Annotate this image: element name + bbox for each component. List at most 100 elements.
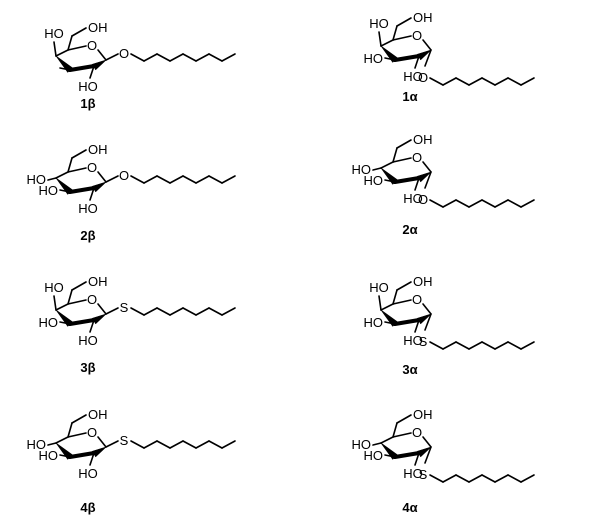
octyl-chain-bond [182, 53, 197, 62]
c6-bond [71, 27, 87, 37]
c2-bond [89, 452, 95, 466]
c3-bond [384, 321, 396, 325]
octyl-chain-bond [507, 474, 522, 483]
octyl-chain-bond [195, 307, 210, 316]
octyl-chain-bond [143, 175, 158, 184]
ring-oxygen-label: O [87, 425, 97, 440]
octyl-chain-bond [429, 77, 444, 86]
ring-bond [422, 39, 432, 51]
compound-id-label: 2α [402, 222, 417, 237]
anomeric-bond [105, 307, 119, 315]
c2-hydroxyl-label: HO [78, 466, 98, 481]
octyl-chain-bond [221, 175, 236, 184]
c2-bond [414, 177, 420, 191]
c3-bond [59, 67, 71, 71]
c2-bond [414, 319, 420, 333]
ring-bond [55, 49, 69, 57]
octyl-chain-bond [143, 440, 158, 449]
c4-bond [47, 442, 57, 446]
c6-hydroxyl-label: OH [88, 407, 108, 422]
c6-bond [67, 35, 73, 51]
octyl-chain-bond [130, 440, 145, 449]
ring-oxygen-label: O [87, 38, 97, 53]
ring-bond [97, 436, 107, 448]
c4-bond [47, 177, 57, 181]
octyl-chain-bond [507, 341, 522, 350]
ring-bond [55, 303, 69, 311]
ring-bold-bond [68, 64, 96, 72]
c2-hydroxyl-label: HO [403, 69, 423, 84]
octyl-chain-bond [468, 341, 483, 350]
c6-hydroxyl-label: OH [88, 20, 108, 35]
c4-hydroxyl-label: HO [352, 437, 372, 452]
c2-hydroxyl-label: HO [78, 201, 98, 216]
ring-bold-bond [68, 318, 96, 326]
octyl-chain-bond [221, 53, 236, 62]
octyl-chain-bond [182, 175, 197, 184]
compound-id-label: 1α [402, 89, 417, 104]
compound-id-label: 2β [80, 228, 95, 243]
compound-id-label: 4β [80, 500, 95, 515]
octyl-chain-bond [429, 474, 444, 483]
octyl-chain-bond [507, 199, 522, 208]
ring-oxygen-label: O [412, 150, 422, 165]
octyl-chain-bond [208, 175, 223, 184]
c3-bond [384, 179, 396, 183]
octyl-chain-bond [169, 53, 184, 62]
octyl-chain-bond [429, 199, 444, 208]
octyl-chain-bond [494, 341, 509, 350]
c6-hydroxyl-label: OH [413, 10, 433, 25]
octyl-chain-bond [481, 77, 496, 86]
anomeric-bond [105, 175, 119, 183]
ring-bold-bond [68, 451, 96, 459]
octyl-chain-bond [130, 307, 145, 316]
c6-bond [392, 147, 398, 163]
octyl-chain-bond [442, 341, 457, 350]
ring-bold-bond [393, 176, 421, 184]
ring-oxygen-label: O [412, 292, 422, 307]
octyl-chain-bond [156, 440, 171, 449]
c2-hydroxyl-label: HO [403, 466, 423, 481]
anomeric-bond [424, 446, 432, 464]
octyl-chain-bond [507, 77, 522, 86]
octyl-chain-bond [455, 341, 470, 350]
compound-id-label: 3α [402, 362, 417, 377]
c2-bond [89, 187, 95, 201]
ring-oxygen-label: O [87, 160, 97, 175]
c6-hydroxyl-label: OH [88, 274, 108, 289]
octyl-chain-bond [520, 474, 535, 483]
anomeric-bond [424, 49, 432, 67]
ring-bond [97, 49, 107, 61]
linker-atom-label: S [419, 467, 428, 482]
c6-bond [396, 414, 412, 424]
ring-bond [55, 436, 69, 444]
octyl-chain-bond [143, 307, 158, 316]
octyl-chain-bond [130, 175, 145, 184]
ring-bond [67, 45, 87, 51]
c6-bond [67, 289, 73, 305]
octyl-chain-bond [494, 199, 509, 208]
c2-hydroxyl-label: HO [403, 333, 423, 348]
c3-bond [59, 189, 71, 193]
octyl-chain-bond [494, 474, 509, 483]
linker-atom-label: O [418, 192, 428, 207]
c4-hydroxyl-label: HO [352, 162, 372, 177]
c3-hydroxyl-label: HO [39, 448, 59, 463]
octyl-chain-bond [468, 474, 483, 483]
anomeric-bond [105, 440, 119, 448]
octyl-chain-bond [442, 199, 457, 208]
c4-bond [378, 31, 382, 47]
c4-bond [378, 295, 382, 311]
octyl-chain-bond [481, 341, 496, 350]
ring-bond [392, 157, 412, 163]
octyl-chain-bond [182, 440, 197, 449]
c3-hydroxyl-label: HO [364, 173, 384, 188]
c2-bond [89, 319, 95, 333]
c4-hydroxyl-label: HO [27, 172, 47, 187]
octyl-chain-bond [455, 199, 470, 208]
linker-atom-label: O [119, 168, 129, 183]
c4-hydroxyl-label: HO [44, 280, 64, 295]
octyl-chain-bond [442, 77, 457, 86]
